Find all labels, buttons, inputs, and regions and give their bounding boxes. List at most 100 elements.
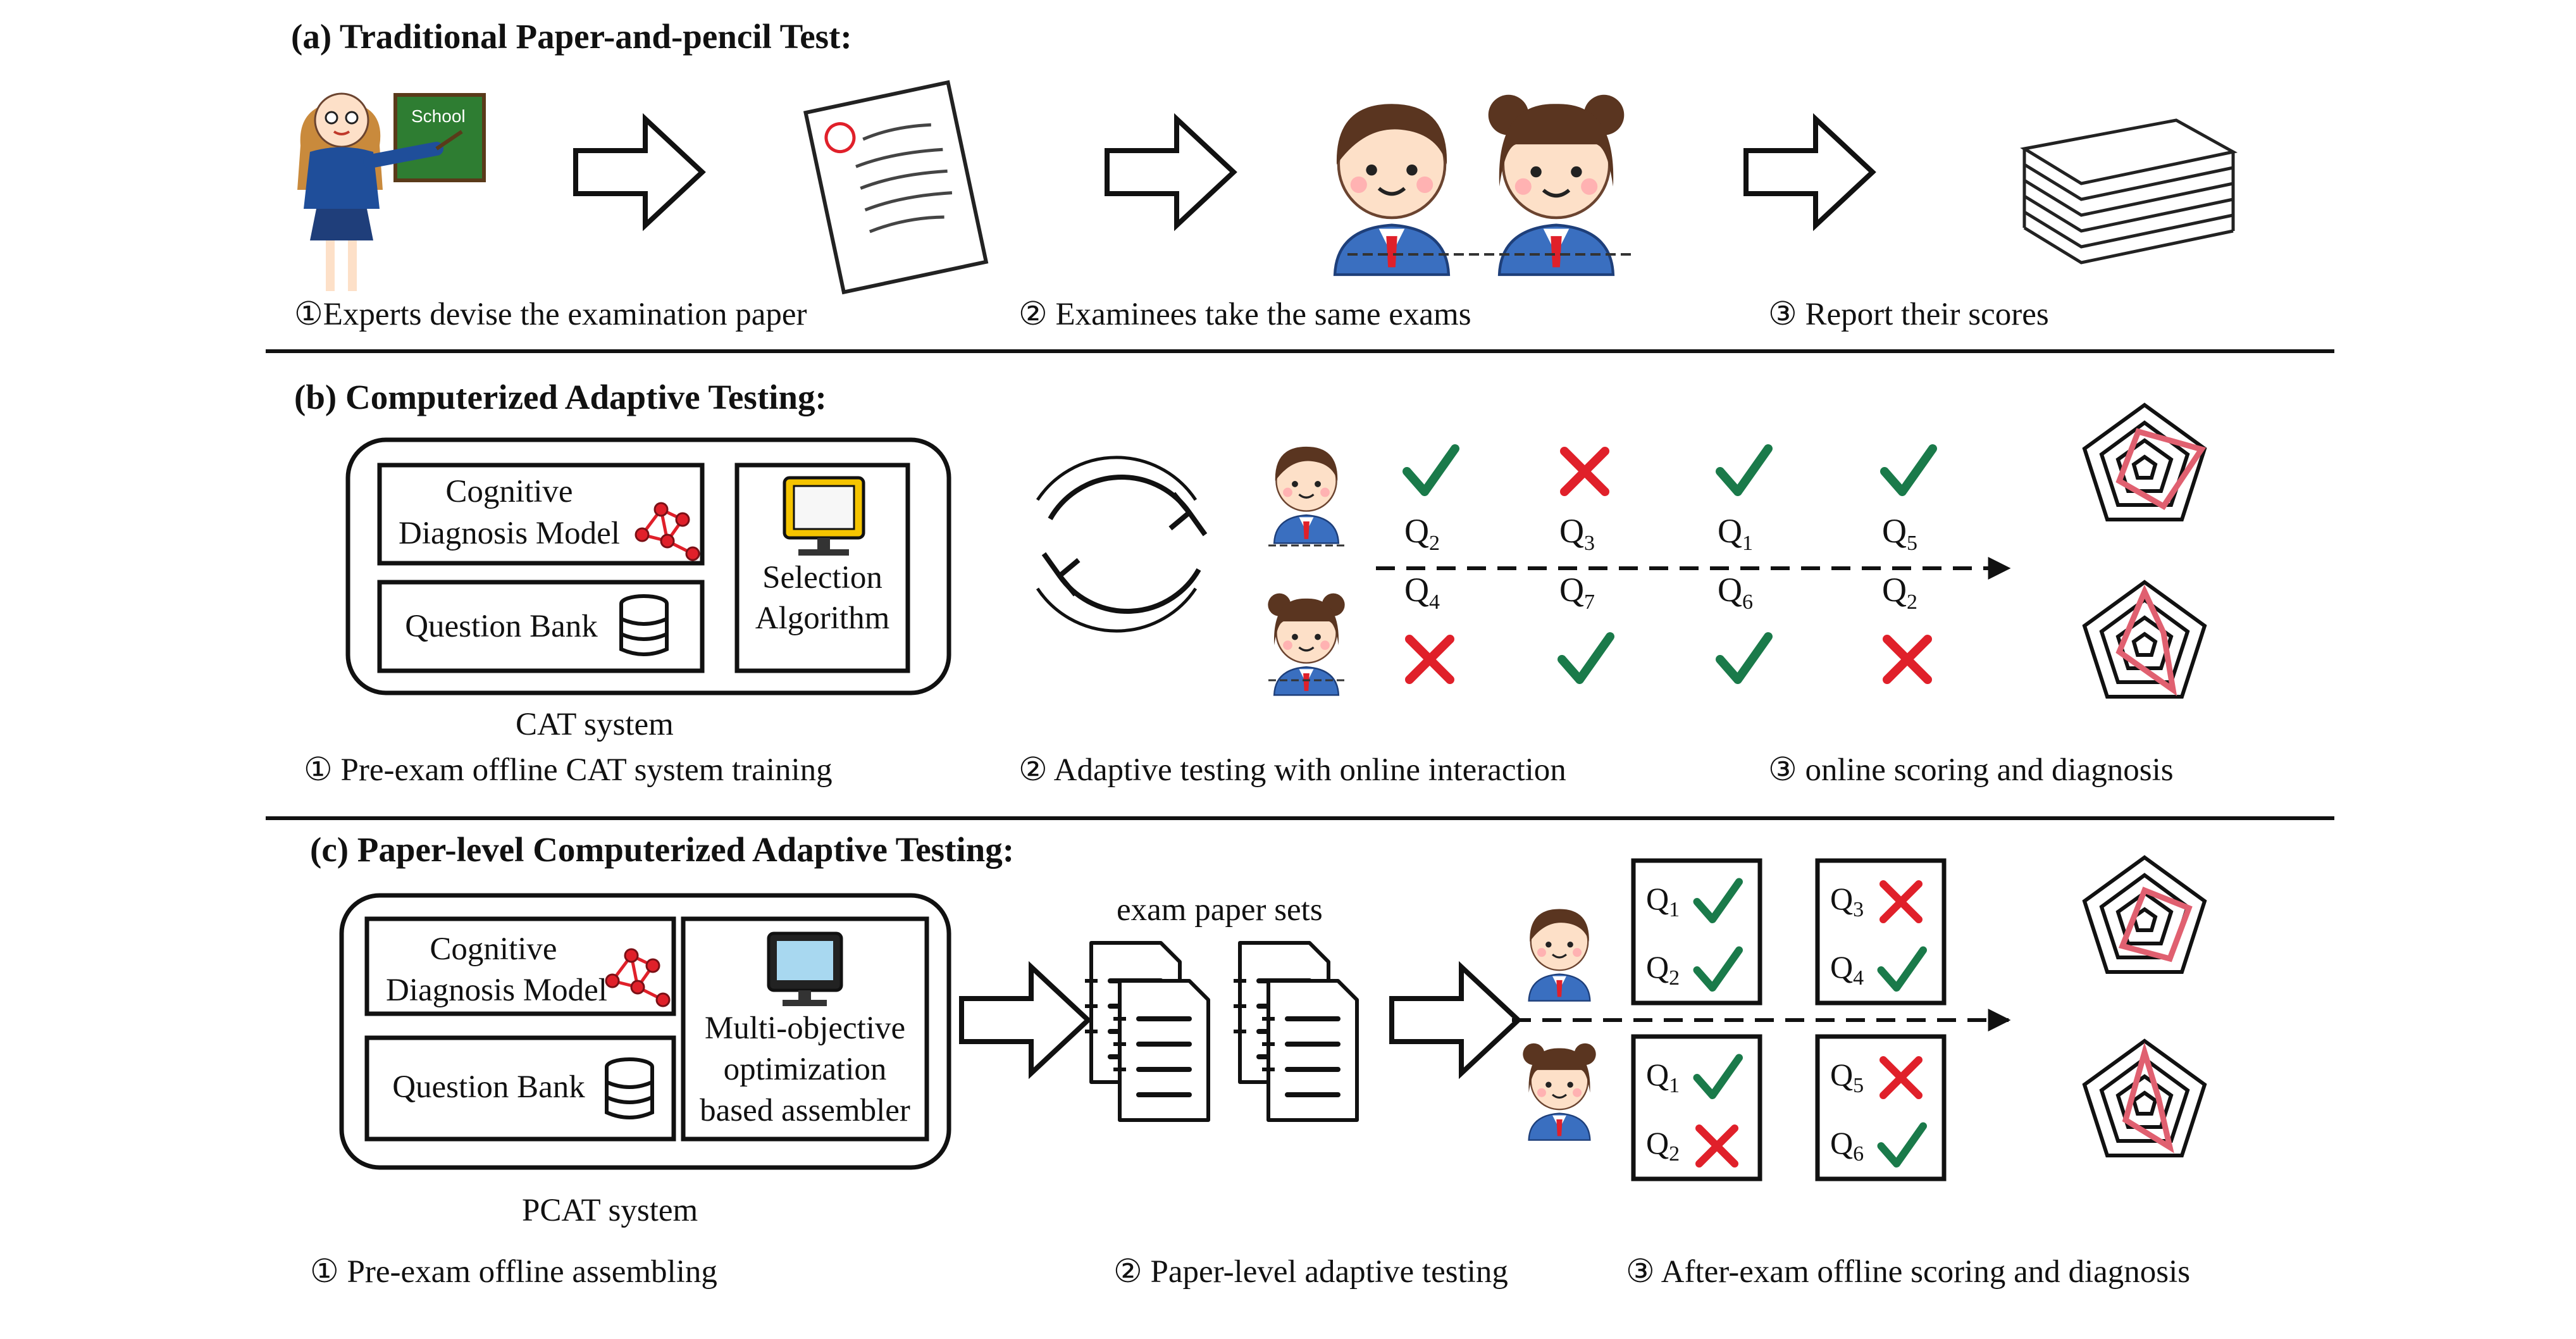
student-boy	[1528, 907, 1591, 1002]
section-b-step-2: ② Adaptive testing with online interacti…	[1019, 752, 1566, 788]
question-number: 4	[1853, 966, 1864, 990]
question-letter: Q	[1830, 881, 1854, 916]
question-label: Q3	[1559, 514, 1595, 554]
radar-chart-4	[2084, 1041, 2205, 1155]
cdm-box	[364, 916, 676, 1016]
database-icon	[607, 1059, 652, 1118]
question-label: Q2	[1646, 1127, 1680, 1165]
cross-mark-icon	[1883, 635, 1932, 684]
question-number: 5	[1907, 531, 1917, 555]
question-number: 6	[1742, 590, 1753, 614]
question-letter: Q	[1646, 949, 1669, 985]
question-label: Q3	[1830, 883, 1864, 921]
question-letter: Q	[1830, 949, 1854, 985]
question-number: 2	[1429, 531, 1440, 555]
question-label: Q1	[1646, 883, 1680, 921]
check-mark-icon	[1716, 632, 1773, 684]
selection-box	[734, 463, 910, 673]
question-label: Q1	[1646, 1059, 1680, 1097]
check-mark-icon	[1877, 946, 1927, 992]
cross-mark-icon	[1879, 1056, 1923, 1099]
result-marks	[1403, 444, 1937, 1168]
section-divider	[266, 816, 2334, 820]
cdm-label-line2: Diagnosis Model	[399, 516, 620, 551]
section-b-title: (b) Computerized Adaptive Testing:	[294, 378, 827, 416]
question-letter: Q	[1718, 512, 1742, 550]
question-letter: Q	[1404, 571, 1429, 609]
student-boy	[1273, 445, 1340, 545]
section-b-step-1: ① Pre-exam offline CAT system training	[304, 752, 833, 788]
exam-paper-illustration	[803, 80, 989, 295]
selection-label-line1: Selection	[762, 560, 882, 595]
check-mark-icon	[1880, 444, 1937, 496]
monitor-icon	[783, 476, 865, 556]
question-letter: Q	[1404, 512, 1429, 550]
arrow-icon	[962, 967, 1088, 1073]
monitor-icon	[767, 931, 843, 1006]
question-number: 1	[1669, 898, 1680, 921]
cross-mark-icon	[1879, 880, 1923, 923]
assembler-label-line1: Multi-objective	[704, 1011, 906, 1046]
arrow-icon	[576, 119, 702, 225]
section-a-step-3: ③ Report their scores	[1768, 297, 2049, 332]
check-mark-icon	[1693, 878, 1743, 923]
check-mark-icon	[1716, 444, 1773, 496]
question-letter: Q	[1646, 1057, 1669, 1092]
section-b-step-3: ③ online scoring and diagnosis	[1768, 752, 2174, 788]
cross-mark-icon	[1560, 447, 1609, 496]
question-number: 2	[1669, 1142, 1680, 1166]
arrow-icon	[1107, 119, 1234, 225]
board-text: School	[411, 106, 466, 126]
question-label: Q1	[1718, 514, 1753, 554]
section-c-step-1: ① Pre-exam offline assembling	[310, 1254, 717, 1290]
check-mark-icon	[1693, 1054, 1743, 1099]
question-letter: Q	[1830, 1125, 1854, 1161]
radar-chart-3	[2084, 857, 2205, 972]
question-label: Q4	[1404, 573, 1440, 613]
cdm-label-line2: Diagnosis Model	[386, 973, 607, 1008]
qbank-box	[377, 580, 705, 673]
question-letter: Q	[1646, 1125, 1669, 1161]
check-mark-icon	[1557, 632, 1614, 684]
question-number: 2	[1907, 590, 1917, 614]
qbank-label: Question Bank	[392, 1069, 585, 1105]
question-number: 4	[1429, 590, 1440, 614]
section-c-step-2: ② Paper-level adaptive testing	[1113, 1254, 1508, 1290]
assembler-box	[681, 916, 929, 1142]
cross-mark-icon	[1695, 1124, 1738, 1168]
cat-system-frame	[345, 437, 951, 695]
question-letter: Q	[1559, 512, 1584, 550]
question-label: Q6	[1718, 573, 1753, 613]
selection-label-line2: Algorithm	[755, 601, 890, 636]
question-label: Q6	[1830, 1127, 1864, 1165]
examinee-boy	[1335, 104, 1449, 275]
question-label: Q5	[1882, 514, 1917, 554]
question-number: 1	[1742, 531, 1753, 555]
paper-stack-illustration	[2020, 118, 2238, 265]
cross-mark-icon	[1405, 635, 1454, 684]
question-letter: Q	[1882, 512, 1907, 550]
question-letter: Q	[1646, 881, 1669, 916]
question-label: Q2	[1646, 951, 1680, 989]
student-girl	[1521, 1042, 1597, 1142]
question-number: 3	[1853, 898, 1864, 921]
database-icon	[621, 596, 667, 654]
arrow-icon	[1392, 967, 1518, 1073]
qbank-box	[364, 1035, 676, 1142]
section-divider	[266, 349, 2334, 353]
question-label: Q4	[1830, 951, 1864, 989]
question-number: 6	[1853, 1142, 1864, 1166]
section-a-title: (a) Traditional Paper-and-pencil Test:	[291, 17, 852, 56]
cdm-label-line1: Cognitive	[445, 474, 573, 509]
question-label: Q7	[1559, 573, 1595, 613]
section-c-step-3: ③ After-exam offline scoring and diagnos…	[1626, 1254, 2191, 1290]
cdm-box	[377, 463, 705, 566]
question-label: Q2	[1404, 514, 1440, 554]
exam-paper-sets-label: exam paper sets	[1117, 892, 1323, 928]
section-a-step-2: ② Examinees take the same exams	[1019, 297, 1471, 332]
radar-chart-2	[2084, 582, 2205, 697]
check-mark-icon	[1403, 444, 1459, 496]
check-mark-icon	[1877, 1122, 1927, 1168]
